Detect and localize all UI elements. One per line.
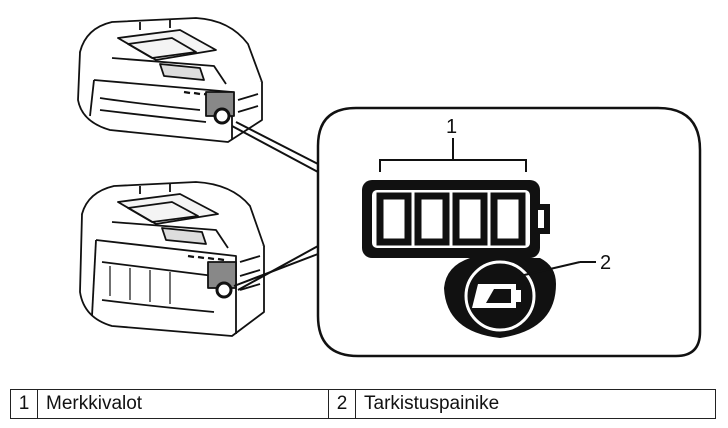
- battery-diagram: 1 2: [77, 17, 702, 358]
- battery-pack-small: [77, 17, 263, 143]
- legend-number-1: 1: [10, 389, 38, 419]
- callout-1-bracket: [379, 138, 527, 172]
- indicator-lamp-2: [414, 192, 450, 246]
- indicator-lamp-1: [376, 192, 412, 246]
- callout-1-number: 1: [446, 116, 457, 138]
- zoom-leader-lines: [231, 121, 319, 291]
- indicator-lamp-3: [452, 192, 488, 246]
- indicator-lamps: [376, 192, 526, 246]
- battery-pack-large: [79, 181, 265, 337]
- legend-label-2: Tarkistuspainike: [355, 389, 716, 419]
- indicator-lamp-4: [490, 192, 526, 246]
- callout-2-leader: [519, 261, 581, 277]
- battery-low-icon: [472, 284, 521, 308]
- legend-label-1: Merkkivalot: [37, 389, 329, 419]
- legend-row: 1 Merkkivalot 2 Tarkistuspainike: [10, 389, 716, 419]
- legend-number-2: 2: [328, 389, 356, 419]
- callout-2-number: 2: [600, 252, 611, 274]
- legend-table: 1 Merkkivalot 2 Tarkistuspainike: [10, 389, 716, 419]
